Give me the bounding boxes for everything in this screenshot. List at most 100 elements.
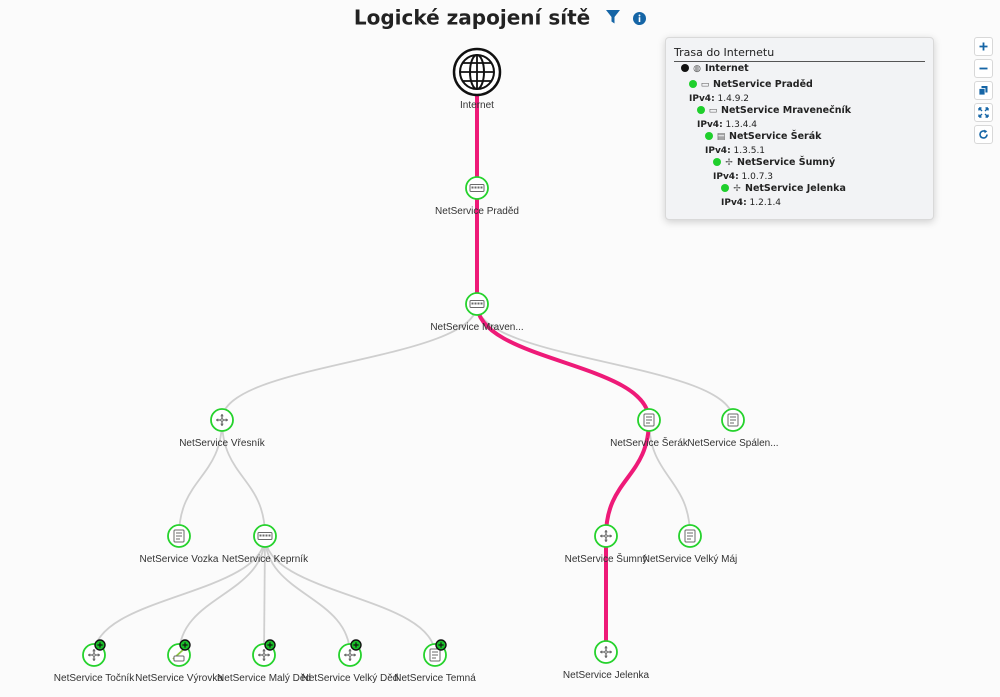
edge-mrav-spalen <box>476 303 734 421</box>
zoom-out-icon <box>979 67 988 70</box>
node-vres[interactable]: NetService Vřesník <box>179 408 266 449</box>
title-bar: Logické zapojení sítě <box>0 4 1000 30</box>
add-badge-icon[interactable] <box>350 639 362 651</box>
node-label: NetService Spálen... <box>687 438 778 449</box>
node-label: NetService Mraven... <box>430 322 523 333</box>
info-icon[interactable] <box>633 6 647 30</box>
node-velkymaj[interactable]: NetService Velký Máj <box>643 524 737 565</box>
hop-name: NetService Šumný <box>737 157 836 168</box>
edge-kepr-temna <box>264 535 436 656</box>
hop-name: NetService Mravenečník <box>721 105 852 116</box>
hop-name: Internet <box>705 63 749 74</box>
server-icon <box>727 413 739 427</box>
filter-icon[interactable] <box>605 6 621 30</box>
node-serak[interactable]: NetService Šerák <box>610 408 689 449</box>
node-internet[interactable]: Internet <box>452 47 502 111</box>
hop-ip: IPv4: 1.3.4.4 <box>697 120 758 130</box>
add-badge-icon[interactable] <box>94 639 106 651</box>
zoom-in-button[interactable] <box>974 37 993 56</box>
edge-serak-sumny <box>604 419 651 537</box>
node-label: NetService Šumný <box>565 552 648 565</box>
node-label: NetService Malý Děd <box>217 673 311 684</box>
copy-button[interactable] <box>974 81 993 100</box>
add-badge-icon[interactable] <box>179 639 191 651</box>
refresh-button[interactable] <box>974 125 993 144</box>
route-panel: Trasa do Internetu ◍Internet▭NetService … <box>665 37 934 220</box>
hop-name: NetService Jelenka <box>745 183 846 194</box>
node-spalen[interactable]: NetService Spálen... <box>687 408 779 449</box>
hop-ip: IPv4: 1.3.5.1 <box>705 146 766 156</box>
node-label: NetService Velký Máj <box>643 554 737 565</box>
edge-mrav-vres <box>221 303 478 421</box>
server-icon <box>643 413 655 427</box>
hop-name: NetService Šerák <box>729 131 822 142</box>
router-icon: ✢ <box>725 158 733 168</box>
status-dot <box>713 158 721 166</box>
refresh-icon <box>979 129 988 139</box>
node-velkyded[interactable]: NetService Velký Děd <box>302 639 399 684</box>
node-kepr[interactable]: NetService Keprník <box>222 524 309 565</box>
node-label: NetService Praděd <box>435 206 519 217</box>
zoom-out-button[interactable] <box>974 59 993 78</box>
edge-vres-vozka <box>178 419 223 537</box>
fit-icon <box>978 107 989 118</box>
fit-button[interactable] <box>974 103 993 122</box>
edge-kepr-velkyded <box>264 535 351 656</box>
edge-mrav-serak <box>475 303 651 421</box>
node-label: NetService Temná <box>394 673 476 684</box>
status-dot <box>721 184 729 192</box>
wifi-icon <box>172 648 185 662</box>
route-hop: ◍Internet <box>681 63 749 74</box>
node-label: NetService Šerák <box>610 436 689 449</box>
add-badge-icon[interactable] <box>264 639 276 651</box>
node-temna[interactable]: NetService Temná <box>394 639 476 684</box>
switch-icon: ▭ <box>700 80 710 90</box>
node-jelenka[interactable]: NetService Jelenka <box>563 640 650 681</box>
node-sumny[interactable]: NetService Šumný <box>565 524 648 565</box>
node-label: NetService Jelenka <box>563 670 650 681</box>
status-dot <box>681 64 689 72</box>
server-icon <box>684 529 696 543</box>
node-label: NetService Velký Děd <box>302 673 399 684</box>
node-label: NetService Vozka <box>140 554 219 565</box>
node-vozka[interactable]: NetService Vozka <box>140 524 219 565</box>
router-icon <box>216 414 228 426</box>
server-icon <box>173 529 185 543</box>
router-icon <box>258 649 270 661</box>
copy-icon <box>978 86 988 96</box>
status-dot <box>689 80 697 88</box>
hop-ip: IPv4: 1.4.9.2 <box>689 94 750 104</box>
switch-icon: ▭ <box>708 106 718 116</box>
edge-kepr-tocnik <box>93 535 266 656</box>
node-mrav[interactable]: NetService Mraven... <box>430 292 524 333</box>
router-icon <box>88 649 100 661</box>
node-label: NetService Výrovka <box>135 673 223 684</box>
node-label: NetService Točník <box>54 673 135 684</box>
node-vyrovka[interactable]: NetService Výrovka <box>135 639 223 684</box>
server-icon: ▤ <box>716 132 726 142</box>
node-label: NetService Keprník <box>222 554 309 565</box>
edge-kepr-vyrovka <box>178 535 266 656</box>
hop-ip: IPv4: 1.0.7.3 <box>713 172 774 182</box>
node-tocnik[interactable]: NetService Točník <box>54 639 135 684</box>
status-dot <box>697 106 705 114</box>
switch-icon <box>469 184 485 192</box>
page-title: Logické zapojení sítě <box>353 5 591 30</box>
router-icon: ✢ <box>733 184 741 194</box>
hop-name: NetService Praděd <box>713 79 813 90</box>
node-malyded[interactable]: NetService Malý Děd <box>217 639 311 684</box>
node-label: Internet <box>460 100 494 111</box>
globe-icon <box>459 54 495 90</box>
route-panel-title: Trasa do Internetu <box>674 46 925 62</box>
node-pradd[interactable]: NetService Praděd <box>435 176 519 217</box>
switch-icon <box>257 532 273 540</box>
edge-vres-kepr <box>221 419 266 537</box>
hop-ip: IPv4: 1.2.1.4 <box>721 198 782 208</box>
add-badge-icon[interactable] <box>435 639 447 651</box>
